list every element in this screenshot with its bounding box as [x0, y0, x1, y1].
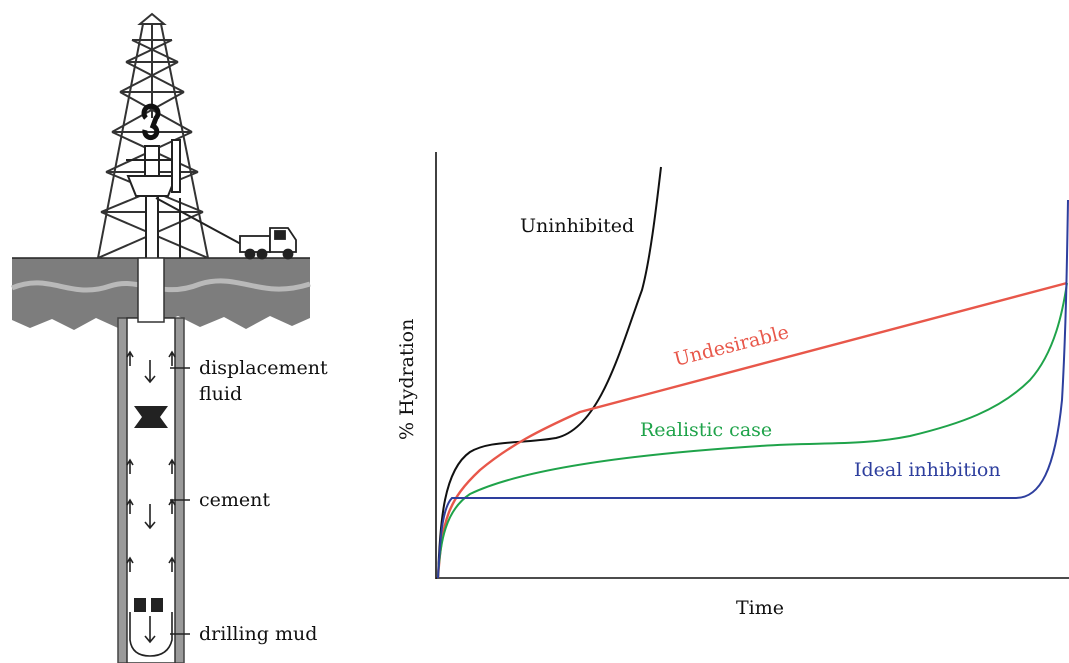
x-axis-label: Time — [736, 597, 784, 619]
series-line-ideal — [437, 199, 1069, 579]
derrick — [97, 12, 209, 259]
series-label-ideal: Ideal inhibition — [854, 459, 1001, 481]
series-line-realistic — [437, 282, 1068, 579]
y-axis-label: % Hydration — [396, 319, 418, 440]
label-drilling-mud: drilling mud — [199, 623, 317, 645]
top-plug — [134, 406, 168, 428]
label-displacement-fluid-line2: fluid — [199, 383, 242, 405]
label-displacement-fluid: displacement — [199, 357, 328, 379]
series-label-uninhibited: Uninhibited — [520, 215, 634, 237]
cement-truck-icon — [239, 227, 297, 260]
series-label-realistic: Realistic case — [640, 419, 772, 441]
hydration-chart: Uninhibited Undesirable Realistic case I… — [396, 152, 1069, 619]
leader-lines — [170, 367, 190, 635]
well-diagram: displacement fluid cement drilling mud — [11, 12, 328, 663]
series-line-uninhibited — [437, 166, 662, 579]
cement-line — [155, 197, 253, 251]
label-cement: cement — [199, 489, 270, 511]
flow-arrows — [126, 350, 176, 657]
series-label-undesirable: Undesirable — [672, 321, 791, 371]
hook-block — [126, 103, 181, 197]
bottom-plug — [134, 598, 163, 612]
